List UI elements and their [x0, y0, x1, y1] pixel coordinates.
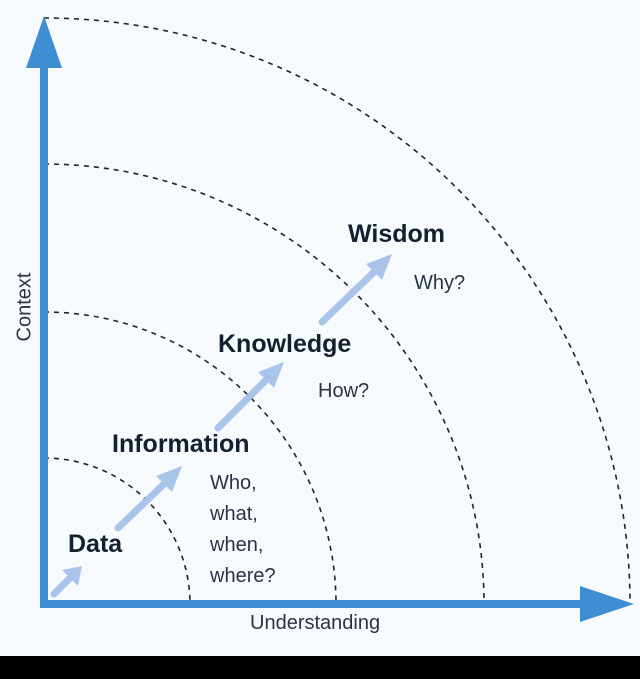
stage-label-information: Information [112, 430, 250, 458]
y-axis-arrowhead [26, 16, 62, 68]
bottom-black-bar [0, 656, 640, 679]
stage-label-data: Data [68, 530, 123, 558]
y-axis-label: Context [13, 272, 36, 342]
x-axis-line [40, 600, 588, 608]
question-wisdom: Why? [414, 272, 466, 294]
dikw-diagram: Data Information Knowledge Wisdom Who, w… [0, 0, 640, 656]
progression-arrows [50, 254, 392, 598]
axes [26, 16, 634, 622]
stage-label-knowledge: Knowledge [218, 330, 352, 358]
arrow-to-wisdom-head [366, 254, 392, 280]
x-axis-label: Understanding [250, 612, 381, 634]
diagram-graphics [26, 16, 634, 622]
arrow-to-data [50, 574, 74, 598]
question-information: Who, what, when, where? [210, 472, 276, 587]
stage-label-wisdom: Wisdom [348, 220, 445, 248]
arrow-to-information-head [156, 466, 182, 492]
arc-wisdom [43, 17, 631, 605]
x-axis-arrowhead [580, 586, 634, 622]
arc-information [43, 311, 337, 605]
arrow-to-data-head [62, 566, 82, 586]
question-knowledge: How? [318, 380, 370, 402]
arrow-to-wisdom [318, 268, 378, 326]
arrow-to-knowledge [214, 376, 270, 432]
arc-knowledge [43, 163, 485, 605]
arrow-to-knowledge-head [258, 362, 284, 388]
arrow-to-information [114, 480, 168, 532]
y-axis-line [40, 60, 48, 608]
